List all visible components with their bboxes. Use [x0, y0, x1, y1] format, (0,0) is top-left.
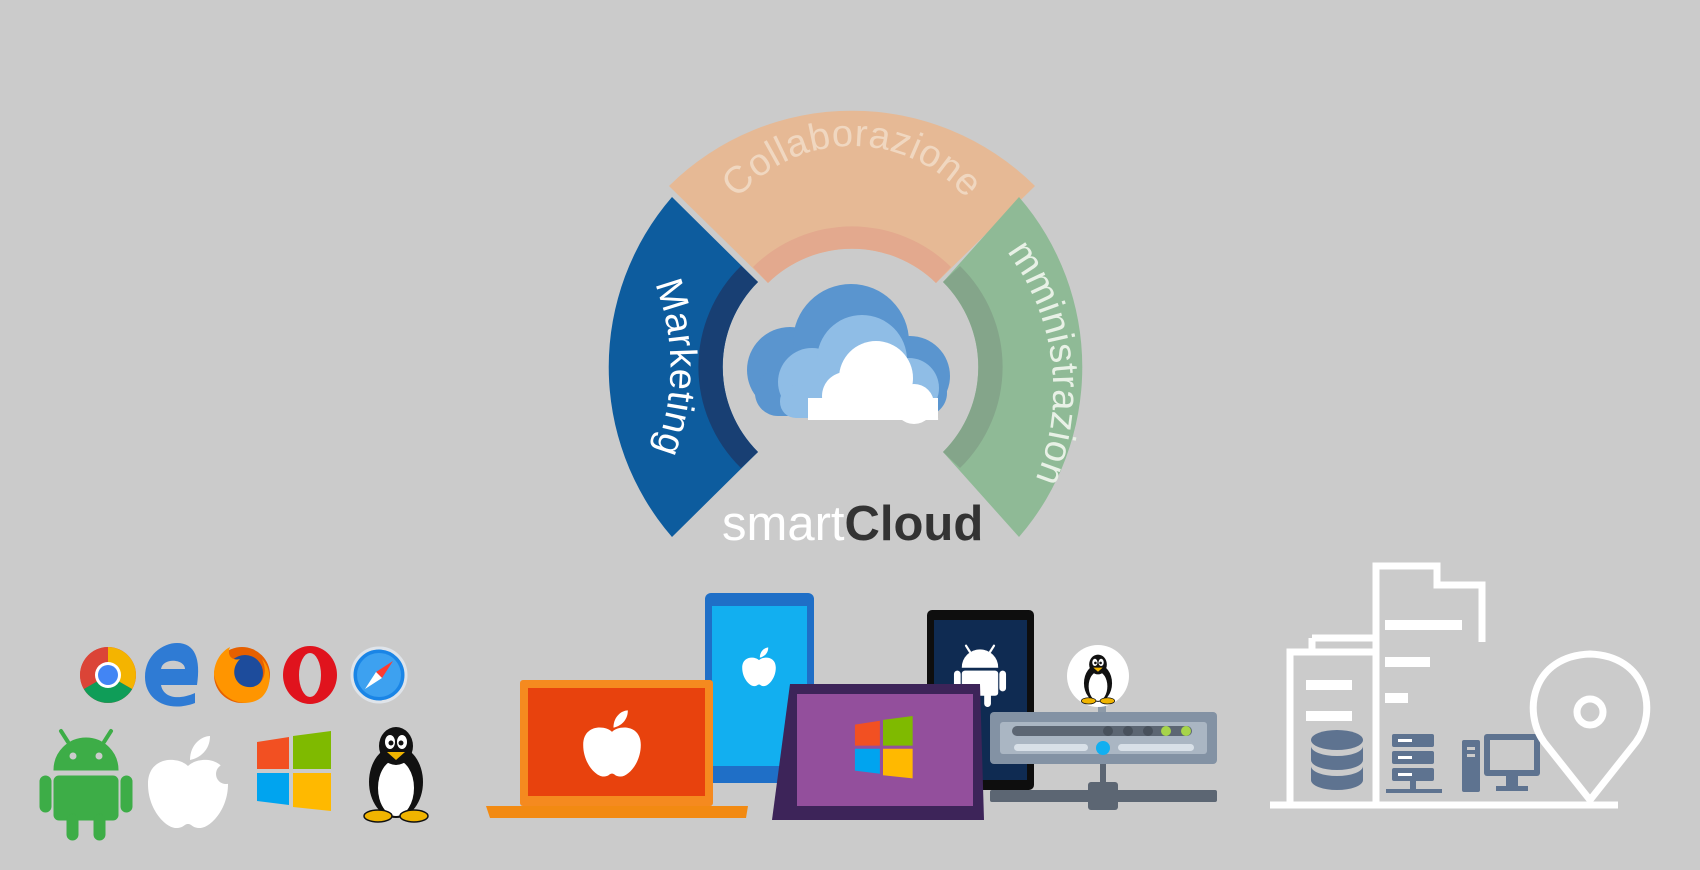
- safari-icon: [350, 646, 408, 704]
- brand-light-text: smart: [722, 497, 845, 551]
- windows-icon: [257, 731, 331, 811]
- apple-icon: [148, 736, 236, 828]
- office-buildings-icon: [1270, 562, 1618, 809]
- brand-bold-text: Cloud: [844, 497, 984, 551]
- windows-tablet: [772, 684, 984, 820]
- android-icon: [38, 729, 134, 842]
- server-rack-icon: [1386, 734, 1442, 793]
- segment-collaborazione: Collaborazione: [669, 110, 1035, 283]
- segment-marketing: Marketing: [608, 197, 758, 537]
- location-pin-icon: [1529, 650, 1651, 806]
- cloud-icon: [747, 284, 950, 424]
- edge-icon: [145, 643, 199, 707]
- opera-icon: [283, 646, 337, 704]
- desktop-computer-icon: [1462, 734, 1540, 792]
- chrome-icon: [80, 647, 136, 703]
- brand-wordmark: smartCloud: [722, 496, 983, 552]
- firefox-icon: [214, 647, 270, 703]
- linux-icon: [363, 726, 429, 823]
- database-icon: [1311, 730, 1363, 790]
- linux-server: [990, 645, 1217, 810]
- apple-laptop: [486, 680, 748, 818]
